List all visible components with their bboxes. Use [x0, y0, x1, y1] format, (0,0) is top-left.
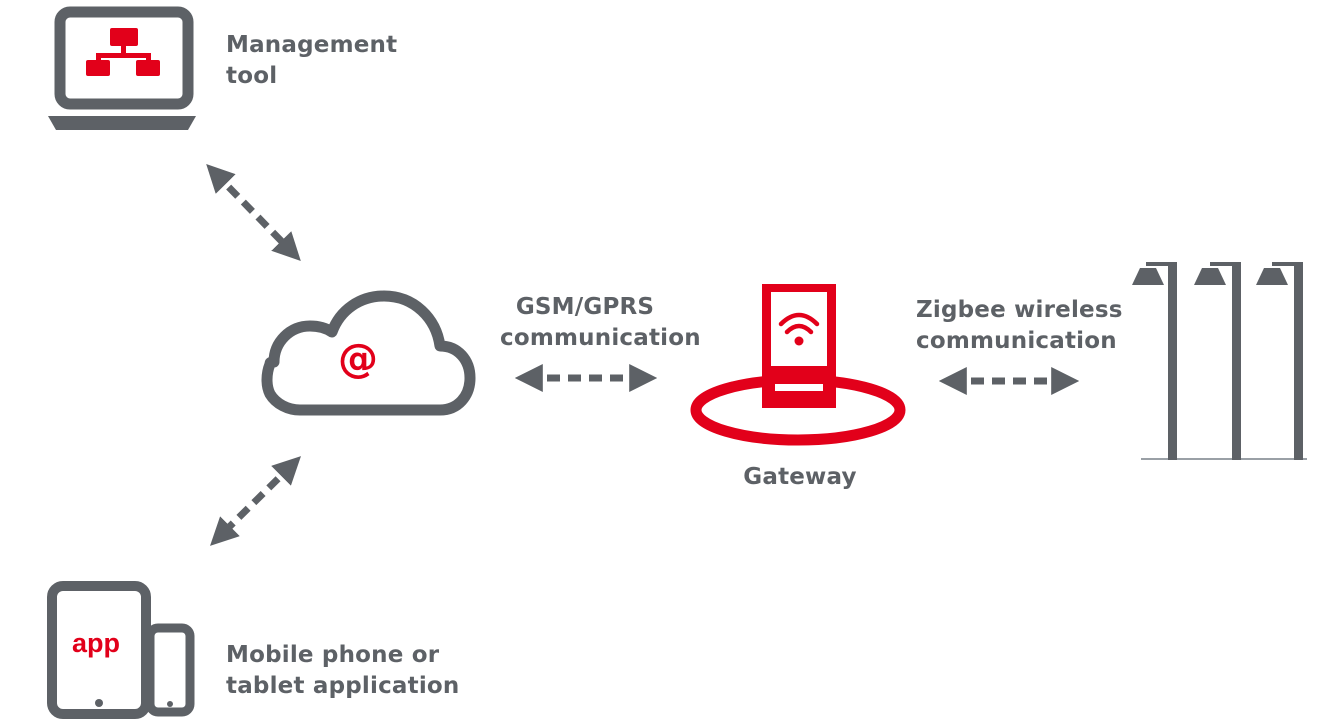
gateway-wifi-icon — [690, 284, 906, 446]
cloud-at-symbol: @ — [338, 336, 378, 382]
management-tool-line1: Management — [226, 32, 398, 58]
tablet-phone-icon — [47, 581, 195, 719]
app-text: app — [72, 628, 121, 658]
gateway-text: Gateway — [743, 464, 857, 490]
laptop-sitemap-icon — [48, 6, 196, 130]
cloud-at-icon — [261, 290, 476, 416]
gsm-line2: communication — [500, 325, 701, 351]
street-lamps-icon — [1132, 262, 1307, 460]
zigbee-line2: communication — [916, 328, 1117, 354]
arrow-management-cloud — [206, 163, 301, 262]
zigbee-line1: Zigbee wireless — [916, 297, 1123, 323]
arrow-cloud-mobile — [210, 456, 301, 546]
management-tool-line2: tool — [226, 63, 278, 89]
mobile-line1: Mobile phone or — [226, 642, 440, 668]
management-tool-label: Management tool — [226, 30, 397, 92]
mobile-label: Mobile phone or tablet application — [226, 640, 460, 702]
gateway-label: Gateway — [740, 462, 860, 493]
mobile-line2: tablet application — [226, 673, 460, 699]
gsm-line1: GSM/GPRS — [515, 294, 655, 320]
zigbee-label: Zigbee wireless communication — [916, 295, 1123, 357]
gsm-label: GSM/GPRS communication — [500, 292, 701, 354]
